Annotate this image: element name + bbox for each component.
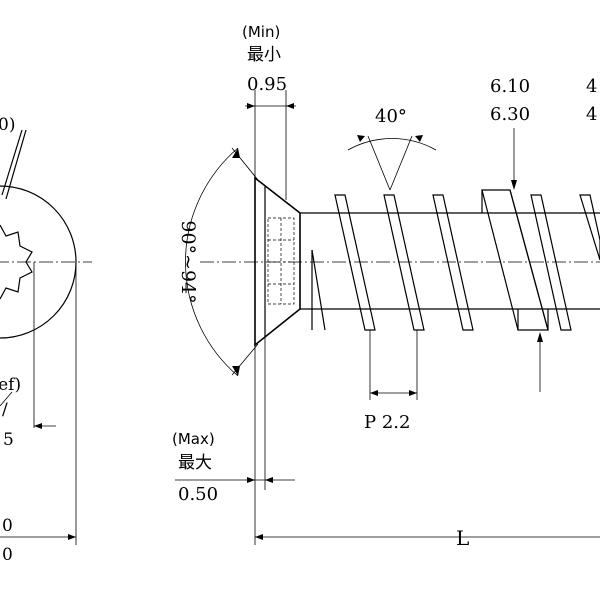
torx-drive-icon [0, 224, 33, 300]
thread-crest [579, 194, 600, 261]
crest-edge [509, 189, 549, 331]
dim-arrow [247, 477, 255, 483]
flank-angle-label: 40° [375, 106, 407, 127]
dia-min: 6.30 [490, 104, 530, 125]
dim-arrow [537, 332, 543, 342]
dim-arrow [255, 534, 263, 540]
dim-arrow [357, 135, 365, 142]
end-view: 0) ref) / 5 0 0 [0, 115, 92, 565]
min-label: (Min) [242, 23, 280, 41]
chamfer-line-a [1, 129, 23, 196]
length-label: L [456, 526, 469, 550]
end-view-slash-fragment: / [2, 400, 8, 420]
flank-line-right [389, 135, 413, 191]
chamfer-line-b [5, 129, 27, 200]
thread-runout-flank [311, 249, 326, 331]
max-value: 0.50 [178, 484, 218, 505]
thread-crests [334, 189, 600, 331]
head-angle-arc [185, 147, 239, 377]
thread-crest [383, 194, 425, 331]
dim-arrow [34, 423, 42, 429]
angle-extension [231, 343, 259, 376]
dim-arrow [511, 180, 517, 190]
dim-arrow [68, 534, 76, 540]
head-angle-label: 90°~94° [177, 220, 199, 303]
end-view-ref-fragment: ref) [0, 375, 21, 395]
end-view-bottom-top-fragment: 0 [2, 516, 13, 536]
max-cn-label: 最大 [178, 453, 212, 473]
side-view-shank: 40° P 2.2 6.10 6.30 4 4 L [200, 76, 600, 550]
dim-arrow [370, 390, 378, 396]
dim-arrow [415, 135, 423, 142]
angle-extension [231, 147, 259, 181]
dia-max: 6.10 [490, 76, 530, 97]
min-value: 0.95 [247, 74, 287, 95]
dim-arrow [409, 390, 417, 396]
countersunk-head [254, 176, 301, 347]
end-view-dim-fragment: 5 [3, 430, 14, 450]
pitch-label: P 2.2 [364, 412, 410, 433]
thread-crest [432, 194, 474, 331]
flank-line-left [367, 135, 391, 191]
dim-arrow [232, 366, 240, 376]
thread-crest [334, 194, 376, 331]
dim-arrow [265, 477, 273, 483]
max-label: (Max) [172, 430, 215, 448]
right-top-fragment: 4 [586, 76, 597, 97]
leader-line [0, 391, 13, 407]
end-view-top-fragment: 0) [0, 115, 15, 135]
side-view-head: (Min) 最小 0.95 (Max) 最大 0.50 90°~94° [172, 23, 301, 545]
dim-arrow [247, 103, 255, 109]
dim-arrow [286, 103, 294, 109]
min-cn-label: 最小 [247, 45, 281, 65]
flank-angle-arc [347, 138, 437, 151]
end-view-bottom-bottom-fragment: 0 [2, 545, 13, 565]
thread-crest [530, 194, 572, 331]
right-bottom-fragment: 4 [586, 104, 597, 125]
